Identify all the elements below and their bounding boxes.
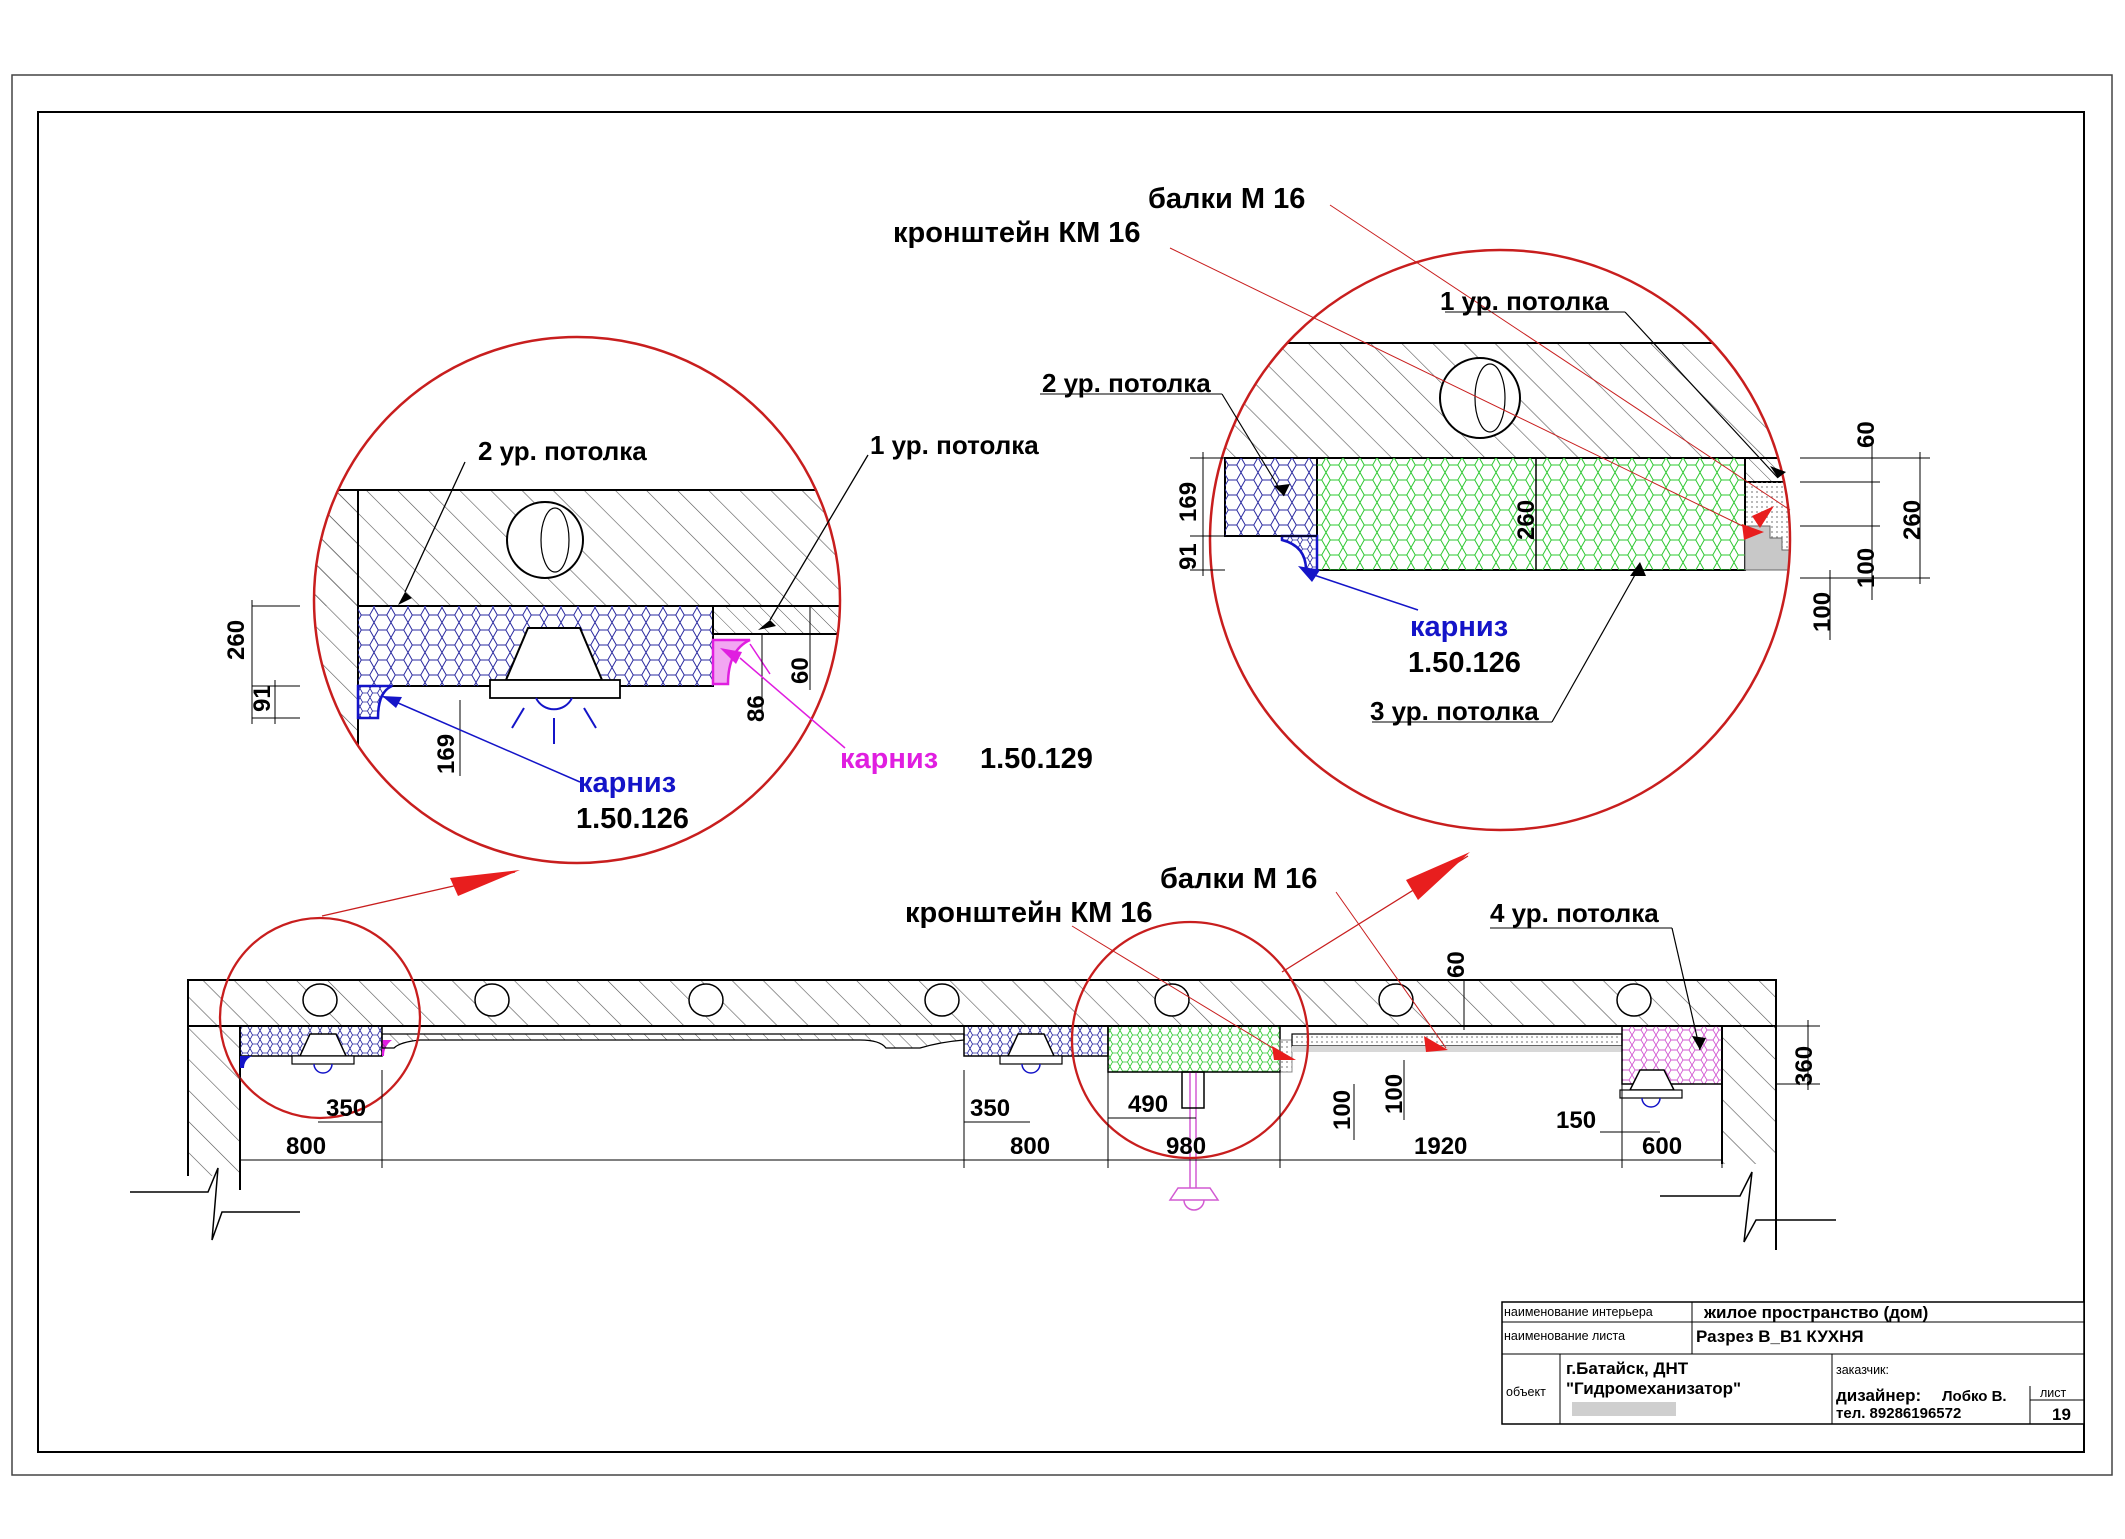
beam-section bbox=[1181, 1071, 1205, 1109]
section-slab bbox=[187, 979, 1777, 1027]
section-wall-right bbox=[1722, 1026, 1776, 1164]
label-level3-right: 3 ур. потолка bbox=[1370, 696, 1539, 726]
dim-600-section: 600 bbox=[1642, 1133, 1682, 1160]
tb-object-line1: г.Батайск, ДНТ bbox=[1566, 1359, 1689, 1378]
dim-260-outer-right: 260 bbox=[1899, 500, 1926, 540]
tb-sheet-caption: наименование листа bbox=[1504, 1329, 1625, 1343]
label-level2-right: 2 ур. потолка bbox=[1042, 368, 1211, 398]
tb-redacted-field bbox=[1572, 1402, 1676, 1416]
callout-arrow-left bbox=[450, 870, 520, 896]
tb-designer-name: Лобко В. bbox=[1942, 1388, 2007, 1405]
ceiling-level-3-section bbox=[1107, 1025, 1281, 1073]
dim-100a-section: 100 bbox=[1329, 1090, 1356, 1130]
label-level2-left: 2 ур. потолка bbox=[478, 436, 647, 466]
dim-100a-right: 100 bbox=[1853, 548, 1880, 588]
ceiling-level-1-section bbox=[381, 1033, 965, 1049]
pipe-2 bbox=[474, 983, 510, 1017]
tb-object-line2: "Гидромеханизатор" bbox=[1566, 1379, 1741, 1398]
dim-360-section: 360 bbox=[1791, 1046, 1818, 1086]
dim-91-right: 91 bbox=[1175, 543, 1202, 570]
label-bracket-section: кронштейн КМ 16 bbox=[905, 897, 1153, 929]
section-circle-left bbox=[218, 916, 422, 1120]
pipe-3 bbox=[688, 983, 724, 1017]
ceiling-level-1-right bbox=[1744, 457, 1790, 483]
dim-86-left: 86 bbox=[743, 695, 770, 722]
wall-left bbox=[314, 490, 358, 800]
dim-169-left: 169 bbox=[433, 734, 460, 774]
lamp-section-pendant bbox=[1168, 1187, 1220, 1201]
cornice-magenta-label-left: карниз bbox=[840, 743, 938, 775]
cornice-blue-code-left: 1.50.126 bbox=[576, 803, 689, 835]
dim-100b-right: 100 bbox=[1809, 592, 1836, 632]
sheet-inner-frame bbox=[37, 111, 2085, 1453]
dim-260-left: 260 bbox=[223, 620, 250, 660]
section-wall-left bbox=[188, 1026, 240, 1176]
dim-60-left: 60 bbox=[787, 657, 814, 684]
label-level1-right: 1 ур. потолка bbox=[1440, 286, 1609, 316]
dim-490-section: 490 bbox=[1128, 1091, 1168, 1118]
pipe-5 bbox=[1154, 983, 1190, 1017]
tb-designer-label: дизайнер: bbox=[1836, 1386, 1921, 1405]
dim-100b-section: 100 bbox=[1381, 1074, 1408, 1114]
main-section: балки М 16 кронштейн КМ 16 4 ур. потолка… bbox=[130, 863, 1836, 1250]
tb-object-caption: объект bbox=[1506, 1385, 1546, 1399]
pipe-void-left bbox=[506, 501, 584, 579]
dim-150-section: 150 bbox=[1556, 1107, 1596, 1134]
pipe-4 bbox=[924, 983, 960, 1017]
tb-interior-caption: наименование интерьера bbox=[1504, 1305, 1653, 1319]
cornice-blue-label-left: карниз bbox=[578, 767, 676, 799]
dim-1920-section: 1920 bbox=[1414, 1133, 1467, 1160]
tb-interior-value: жилое пространство (дом) bbox=[1703, 1303, 1928, 1322]
dim-169-right: 169 bbox=[1175, 482, 1202, 522]
ceiling-level-1-left bbox=[712, 605, 840, 635]
dim-91-left: 91 bbox=[249, 685, 276, 712]
label-beams-right: балки М 16 bbox=[1148, 183, 1305, 215]
label-beams-section: балки М 16 bbox=[1160, 863, 1317, 895]
pipe-1 bbox=[302, 983, 338, 1017]
dim-60-right: 60 bbox=[1853, 421, 1880, 448]
cornice-code-right: 1.50.126 bbox=[1408, 647, 1521, 679]
dim-350-mid-section: 350 bbox=[970, 1095, 1010, 1122]
ceiling-level-1-section-right bbox=[1291, 1033, 1623, 1047]
sheet-outer-frame bbox=[11, 74, 2113, 1476]
detail-right: балки М 16 кронштейн КМ 16 1 ур. потолка… bbox=[893, 183, 1930, 832]
tb-phone: тел. 89286196572 bbox=[1836, 1405, 1961, 1422]
tb-customer-caption: заказчик: bbox=[1836, 1363, 1889, 1377]
tb-sheet-no-caption: лист bbox=[2040, 1386, 2067, 1400]
pipe-6 bbox=[1378, 983, 1414, 1017]
detail-left: 2 ур. потолка 1 ур. потолка 260 91 169 8… bbox=[223, 335, 1093, 865]
dim-980-section: 980 bbox=[1166, 1133, 1206, 1160]
tb-sheet-value: Разрез В_В1 КУХНЯ bbox=[1696, 1327, 1864, 1346]
label-level4-section: 4 ур. потолка bbox=[1490, 898, 1659, 928]
dim-260-inner-right: 260 bbox=[1513, 500, 1540, 540]
section-circle-right bbox=[1070, 920, 1310, 1160]
dim-800-left-section: 800 bbox=[286, 1133, 326, 1160]
dim-60-section: 60 bbox=[1443, 951, 1470, 978]
ceiling-level-4-section bbox=[1621, 1025, 1723, 1085]
cornice-label-right: карниз bbox=[1410, 611, 1508, 643]
label-bracket-right: кронштейн КМ 16 bbox=[893, 217, 1141, 249]
detail-circle-right bbox=[1208, 248, 1792, 832]
dim-800-mid-section: 800 bbox=[1010, 1133, 1050, 1160]
cornice-blue-right bbox=[1280, 534, 1319, 572]
cornice-blue-left bbox=[356, 684, 393, 720]
pipe-7 bbox=[1616, 983, 1652, 1017]
label-level1-left: 1 ур. потолка bbox=[870, 430, 1039, 460]
dim-350-left-section: 350 bbox=[326, 1095, 366, 1122]
title-block: наименование интерьера жилое пространств… bbox=[1501, 1301, 2085, 1425]
tb-sheet-no: 19 bbox=[2052, 1405, 2071, 1424]
detail-circle-left bbox=[312, 335, 842, 865]
callout-arrow-right bbox=[1406, 852, 1470, 900]
cornice-magenta-code-left: 1.50.129 bbox=[980, 743, 1093, 775]
